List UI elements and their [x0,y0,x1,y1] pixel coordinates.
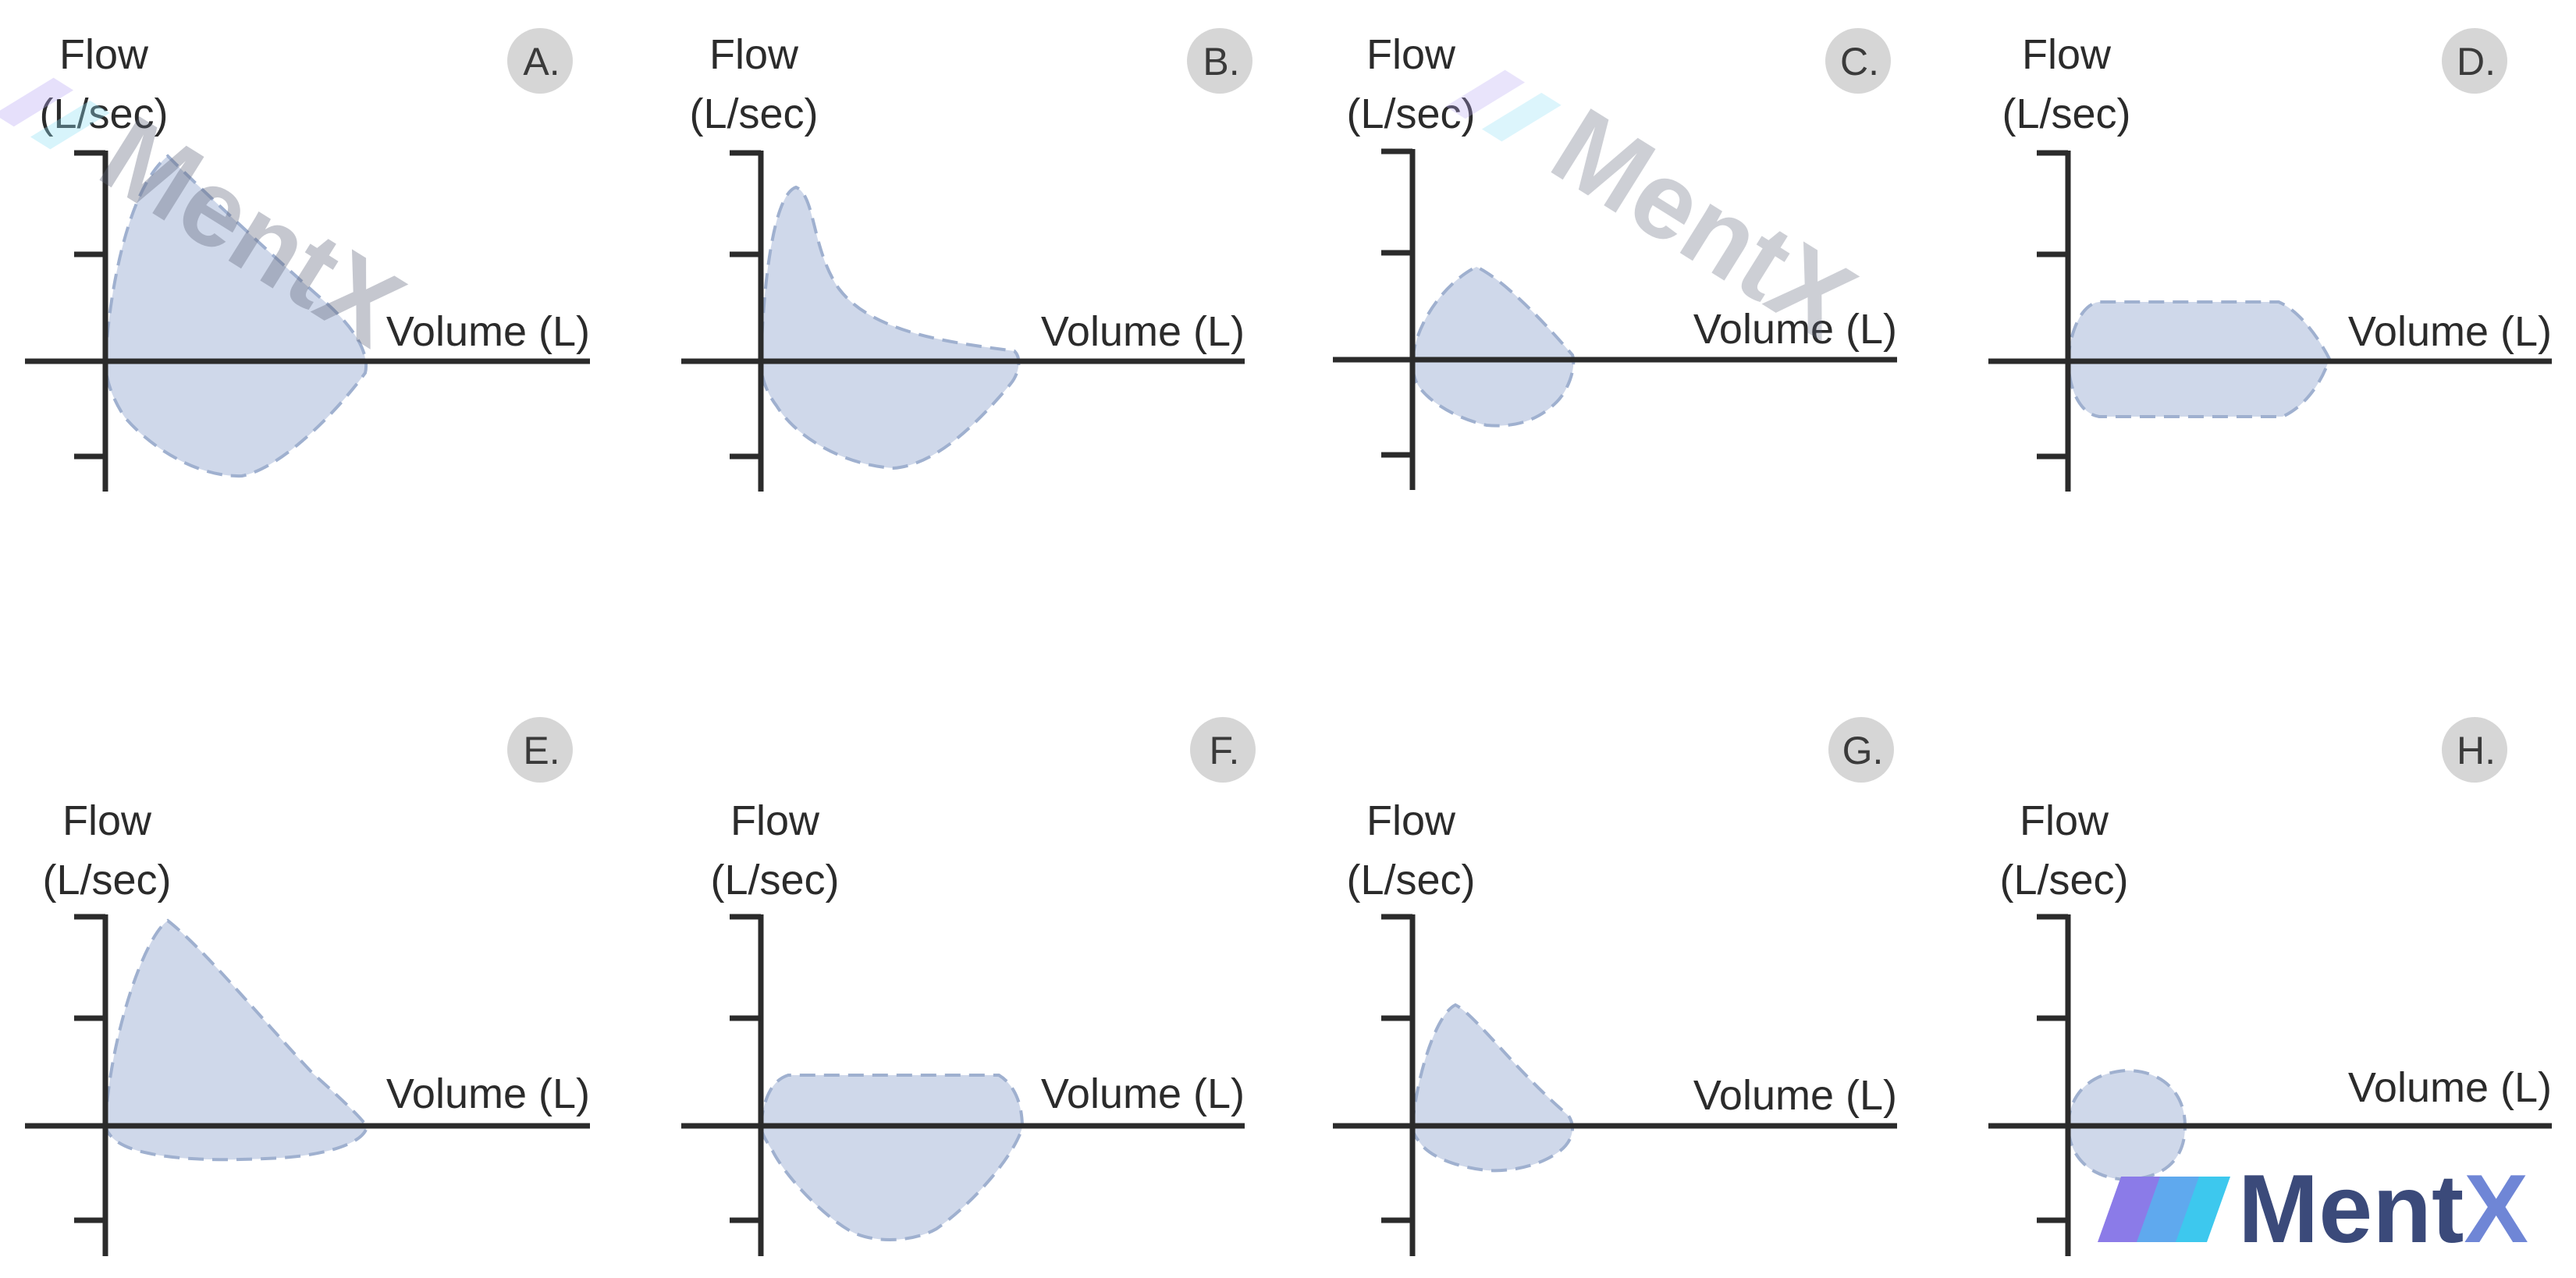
panel-d: Flow (L/sec) Volume (L) D. [1988,28,2552,492]
watermark-logo: MentX [2098,1156,2528,1263]
panel-badge [2442,28,2507,94]
loop-shape [1410,264,1576,428]
y-axis-label-line1: Flow [709,31,799,78]
panel-label: F. [1210,729,1240,772]
panel-badge [1825,28,1891,94]
loop-shape [1410,1003,1574,1173]
panel-label: C. [1840,40,1879,83]
loop-shape [759,185,1021,470]
panel-badge [2442,717,2507,783]
x-axis-label: Volume (L) [1041,1070,1245,1117]
loop-shape [103,918,369,1162]
x-axis-label: Volume (L) [386,308,590,355]
y-axis-label-line2: (L/sec) [42,857,171,903]
y-axis-label-line1: Flow [1366,797,1456,844]
x-axis-label: Volume (L) [1041,308,1245,355]
panel-label: H. [2457,729,2496,772]
y-axis-label-line2: (L/sec) [39,91,168,137]
y-axis-label-line1: Flow [59,31,149,78]
y-axis-label-line1: Flow [2022,31,2112,78]
y-axis-label-line2: (L/sec) [1346,857,1475,903]
panel-b: Flow (L/sec) Volume (L) B. [681,28,1252,492]
x-axis-label: Volume (L) [2348,308,2552,355]
panel-a: Flow (L/sec) Volume (L) A. [25,28,590,492]
x-axis-label: Volume (L) [386,1070,590,1117]
panel-label: A. [523,40,560,83]
mentx-logo-icon [0,77,110,150]
panel-label: G. [1842,729,1884,772]
panel-badge [1190,717,1256,783]
y-axis-label-line1: Flow [62,797,152,844]
panel-g: Flow (L/sec) Volume (L) G. [1333,717,1897,1256]
loop-shape [103,154,368,478]
y-axis-label-line2: (L/sec) [1999,857,2128,903]
panel-e: Flow (L/sec) Volume (L) E. [25,717,590,1256]
y-axis-label-line1: Flow [1366,31,1456,78]
panel-badge [507,28,573,94]
y-axis-label-line1: Flow [2020,797,2109,844]
mentx-logo-icon [1445,69,1562,142]
y-axis-label-line2: (L/sec) [2002,91,2130,137]
y-axis-label-line2: (L/sec) [689,91,818,137]
panel-badge [1828,717,1894,783]
panel-label: E. [523,729,560,772]
panel-badge [507,717,573,783]
y-axis-label-line1: Flow [730,797,820,844]
y-axis-label-line2: (L/sec) [1346,91,1475,137]
y-axis-label-line2: (L/sec) [710,857,839,903]
loop-shape [759,1074,1025,1241]
x-axis-label: Volume (L) [1693,1072,1897,1119]
x-axis-label: Volume (L) [1693,306,1897,353]
panel-badge [1187,28,1252,94]
watermark-text: MentX [2238,1156,2528,1263]
panel-label: B. [1203,40,1239,83]
panel-label: D. [2457,40,2496,83]
panel-f: Flow (L/sec) Volume (L) F. [681,717,1256,1256]
x-axis-label: Volume (L) [2348,1064,2552,1111]
mentx-logo-icon [2098,1177,2230,1242]
panel-h: Flow (L/sec) Volume (L) H. [1988,717,2552,1256]
panel-c: Flow (L/sec) Volume (L) C. [1333,28,1897,490]
